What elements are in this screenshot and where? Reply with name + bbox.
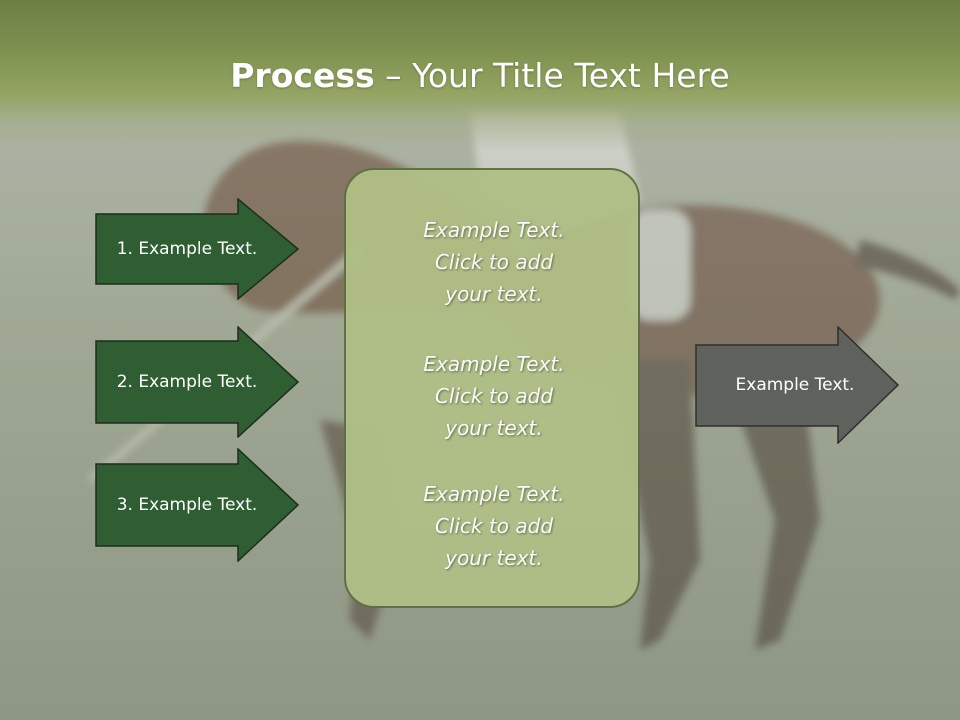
arrow-shape: [695, 326, 899, 444]
center-content-box[interactable]: Example Text. Click to add your text. Ex…: [344, 168, 640, 608]
right-arrow[interactable]: Example Text.: [695, 326, 899, 444]
text-line: your text.: [445, 282, 543, 306]
text-line: Example Text.: [423, 218, 565, 242]
left-arrow-3-label: 3. Example Text.: [116, 495, 258, 515]
text-line: your text.: [445, 416, 543, 440]
left-arrow-2[interactable]: 2. Example Text.: [95, 326, 299, 438]
arrow-shape: [95, 198, 299, 300]
center-text-block-1: Example Text. Click to add your text.: [346, 214, 642, 310]
title-band: [0, 0, 960, 150]
slide-title[interactable]: Process – Your Title Text Here: [0, 52, 960, 100]
text-line: Click to add: [434, 250, 554, 274]
title-bold-part: Process: [230, 56, 375, 95]
text-line: Click to add: [434, 514, 554, 538]
text-line: Click to add: [434, 384, 554, 408]
left-arrow-2-label: 2. Example Text.: [116, 372, 258, 392]
center-text-block-2: Example Text. Click to add your text.: [346, 348, 642, 444]
left-arrow-1-label: 1. Example Text.: [116, 239, 258, 259]
left-arrow-1[interactable]: 1. Example Text.: [95, 198, 299, 300]
arrow-shape: [95, 326, 299, 438]
title-rest-part: – Your Title Text Here: [374, 56, 730, 95]
arrow-shape: [95, 448, 299, 562]
text-line: Example Text.: [423, 482, 565, 506]
text-line: Example Text.: [423, 352, 565, 376]
left-arrow-3[interactable]: 3. Example Text.: [95, 448, 299, 562]
right-arrow-label: Example Text.: [735, 375, 855, 395]
text-line: your text.: [445, 546, 543, 570]
center-text-block-3: Example Text. Click to add your text.: [346, 478, 642, 574]
